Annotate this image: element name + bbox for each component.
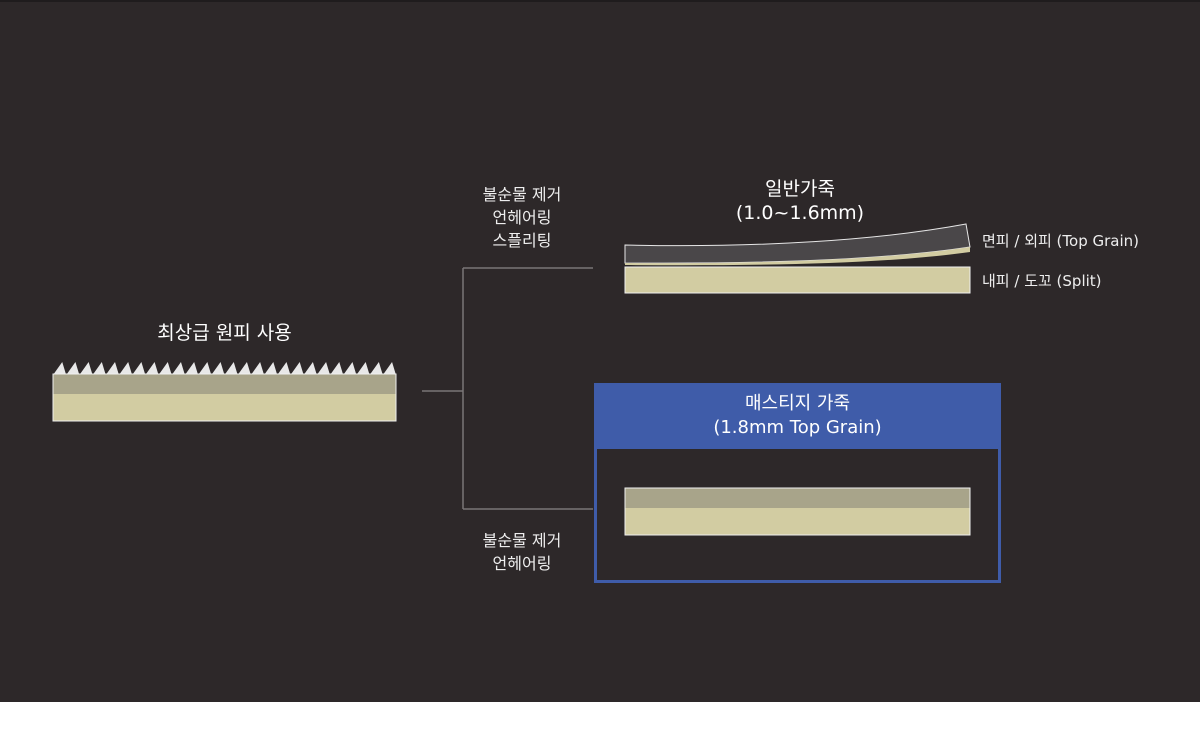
general-leather-spec: (1.0~1.6mm) [735, 202, 865, 224]
raw-hide-outline [52, 373, 397, 422]
general-leather-illustration [624, 223, 971, 294]
general-top-grain-underlayer [625, 247, 970, 266]
upper-step-1: 불순물 제거 [482, 185, 562, 204]
split-label: 내피 / 도꼬 (Split) [982, 272, 1102, 290]
prestige-leather-illustration [624, 487, 971, 536]
prestige-name: 매스티지 가죽 [744, 393, 851, 414]
diagram-graphics [52, 223, 971, 536]
prestige-grain-layer [625, 488, 970, 508]
raw-hide-hair [53, 362, 396, 375]
prestige-spec: (1.8mm Top Grain) [713, 417, 882, 438]
upper-step-2: 언헤어링 [492, 208, 552, 227]
raw-hide-grain-layer [53, 374, 396, 394]
connector-lines [422, 267, 593, 510]
general-split-layer [624, 266, 971, 294]
raw-hide-illustration [52, 362, 397, 422]
prestige-outline [624, 487, 971, 536]
raw-hide-split-layer [53, 394, 396, 421]
prestige-box-frame [594, 383, 1001, 583]
prestige-split-layer [625, 508, 970, 535]
general-leather-title: 일반가죽 (1.0~1.6mm) [700, 177, 900, 225]
upper-step-3: 스플리팅 [492, 231, 552, 250]
source-title: 최상급 원피 사용 [157, 322, 292, 344]
prestige-title: 매스티지 가죽 (1.8mm Top Grain) [594, 392, 1001, 440]
diagram-panel: 최상급 원피 사용 불순물 제거 언헤어링 스플리팅 일반가죽 (1.0~1.6… [0, 0, 1200, 702]
general-leather-name: 일반가죽 [765, 178, 835, 200]
lower-step-2: 언헤어링 [492, 554, 552, 573]
upper-process-steps: 불순물 제거 언헤어링 스플리팅 [452, 183, 592, 252]
prestige-box-header [594, 383, 1001, 449]
lower-step-1: 불순물 제거 [482, 531, 562, 550]
top-grain-label: 면피 / 외피 (Top Grain) [982, 232, 1139, 250]
lower-process-steps: 불순물 제거 언헤어링 [452, 529, 592, 575]
